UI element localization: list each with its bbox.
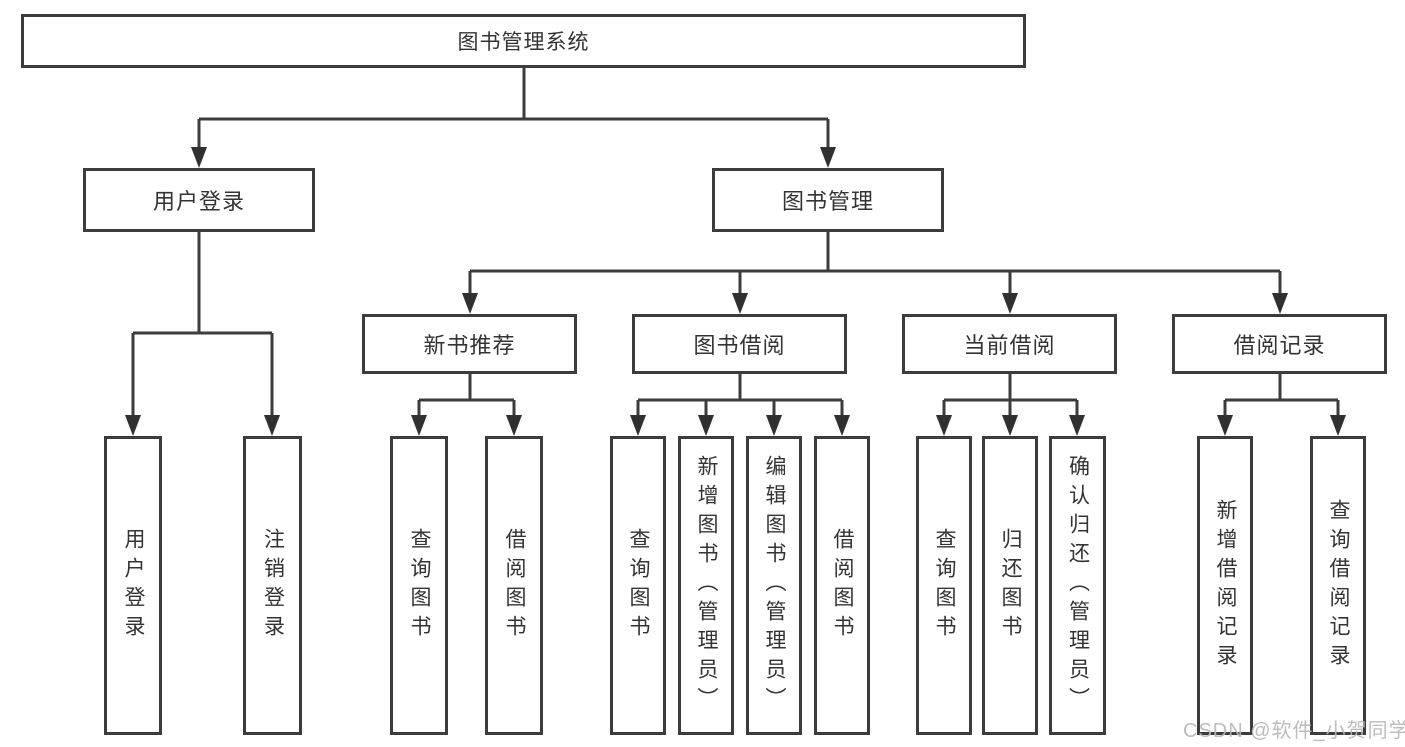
leaf-query-borrow-record-label: 查询借阅记录 xyxy=(1327,498,1350,673)
node-new-book-recommend: 新书推荐 xyxy=(362,314,577,374)
arrowhead-icon xyxy=(191,147,207,168)
arrowhead-icon xyxy=(1002,293,1018,314)
node-current-borrowing: 当前借阅 xyxy=(902,314,1117,374)
arrowhead-icon xyxy=(1002,415,1018,436)
leaf-return-books-label: 归还图书 xyxy=(999,527,1022,644)
watermark: CSDN @软件_小贺同学 xyxy=(1183,720,1405,742)
arrowhead-icon xyxy=(766,415,782,436)
arrowhead-icon xyxy=(1217,415,1233,436)
node-book-management: 图书管理 xyxy=(712,168,944,232)
leaf-confirm-return-admin-label: 确认归还（管理员） xyxy=(1066,455,1090,716)
leaf-return-books: 归还图书 xyxy=(982,436,1038,735)
leaf-query-books-2: 查询图书 xyxy=(610,436,666,735)
arrowhead-icon xyxy=(411,415,427,436)
leaf-edit-book-admin: 编辑图书（管理员） xyxy=(746,436,802,735)
arrowhead-icon xyxy=(732,293,748,314)
arrowhead-icon xyxy=(462,293,478,314)
arrowhead-icon xyxy=(630,415,646,436)
leaf-logout-label: 注销登录 xyxy=(261,527,285,644)
arrowhead-icon xyxy=(506,415,522,436)
leaf-query-books-1: 查询图书 xyxy=(390,436,448,735)
arrowhead-icon xyxy=(1069,415,1085,436)
node-new-book-recommend-label: 新书推荐 xyxy=(423,333,516,358)
node-book-borrowing: 图书借阅 xyxy=(632,314,847,374)
leaf-borrow-books-1: 借阅图书 xyxy=(485,436,543,735)
arrowhead-icon xyxy=(1330,415,1346,436)
node-library-system: 图书管理系统 xyxy=(21,14,1026,68)
node-book-management-label: 图书管理 xyxy=(781,189,874,214)
leaf-add-book-admin: 新增图书（管理员） xyxy=(678,436,734,735)
leaf-confirm-return-admin: 确认归还（管理员） xyxy=(1049,436,1106,735)
arrowhead-icon xyxy=(936,415,952,436)
leaf-add-borrow-record: 新增借阅记录 xyxy=(1197,436,1253,735)
leaf-query-borrow-record: 查询借阅记录 xyxy=(1310,436,1366,735)
arrowhead-icon xyxy=(264,415,280,436)
arrowhead-icon xyxy=(820,147,836,168)
node-book-borrowing-label: 图书借阅 xyxy=(693,333,786,358)
leaf-query-books-1-label: 查询图书 xyxy=(408,527,431,644)
node-borrowing-records: 借阅记录 xyxy=(1172,314,1387,374)
leaf-query-books-3-label: 查询图书 xyxy=(933,527,956,644)
leaf-query-books-2-label: 查询图书 xyxy=(627,527,650,644)
leaf-edit-book-admin-label: 编辑图书（管理员） xyxy=(763,455,786,716)
arrowhead-icon xyxy=(1272,293,1288,314)
arrowhead-icon xyxy=(125,415,141,436)
leaf-logout: 注销登录 xyxy=(243,436,302,735)
leaf-borrow-books-1-label: 借阅图书 xyxy=(503,527,526,644)
leaf-user-login: 用户登录 xyxy=(104,436,162,735)
leaf-query-books-3: 查询图书 xyxy=(916,436,972,735)
arrowhead-icon xyxy=(698,415,714,436)
node-user-login-label: 用户登录 xyxy=(152,189,245,214)
node-current-borrowing-label: 当前借阅 xyxy=(963,333,1056,358)
arrowhead-icon xyxy=(834,415,850,436)
leaf-borrow-books-2-label: 借阅图书 xyxy=(831,527,854,644)
node-library-system-label: 图书管理系统 xyxy=(457,31,590,54)
leaf-add-borrow-record-label: 新增借阅记录 xyxy=(1214,498,1237,673)
leaf-add-book-admin-label: 新增图书（管理员） xyxy=(695,455,718,716)
node-user-login: 用户登录 xyxy=(83,168,315,232)
leaf-borrow-books-2: 借阅图书 xyxy=(814,436,870,735)
node-borrowing-records-label: 借阅记录 xyxy=(1233,333,1326,358)
leaf-user-login-label: 用户登录 xyxy=(122,527,145,644)
